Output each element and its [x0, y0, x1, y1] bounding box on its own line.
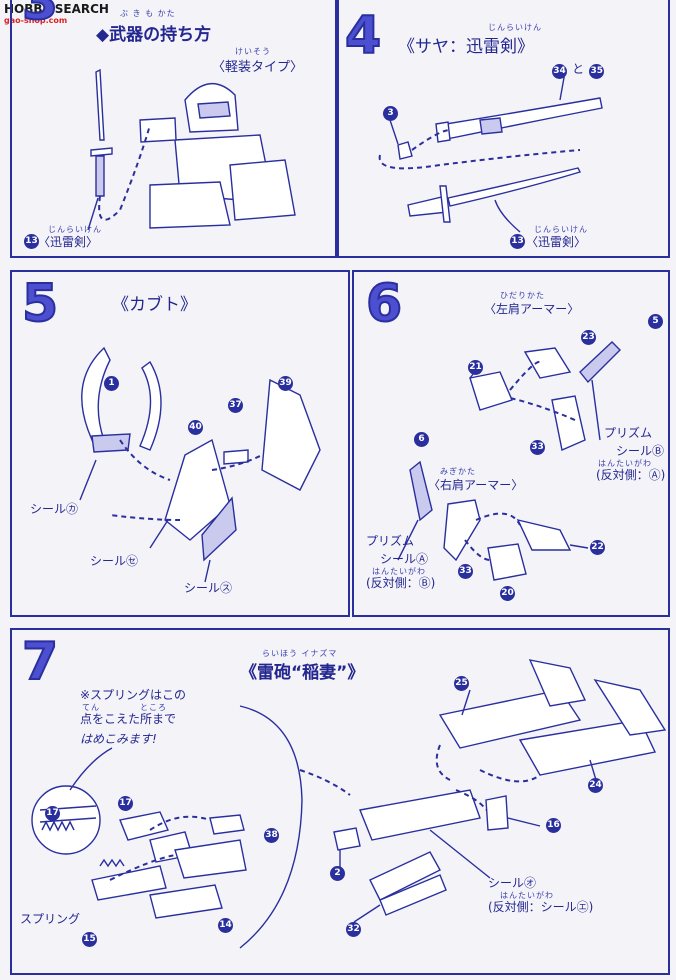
step3-number: 3: [21, 0, 59, 32]
panel-step6: [352, 270, 670, 617]
step5-part-1: 1: [104, 376, 119, 391]
step5-part-37: 37: [228, 398, 243, 413]
step7-note-line3: はめこみます!: [80, 732, 157, 746]
step5-part-40: 40: [188, 420, 203, 435]
blade-icon: [407, 167, 581, 223]
step7-part-15: 15: [82, 932, 97, 947]
step7-part-14: 14: [218, 918, 233, 933]
step4-part-pair: 34 と 35: [552, 58, 605, 79]
step4-title: 《サヤ：迅雷剣》: [398, 37, 534, 57]
watermark-brand: HOBBY SEARCH: [4, 2, 109, 16]
step3-label-ruby: じんらいけん: [48, 225, 102, 234]
left-shoulder-icon: [469, 341, 621, 451]
step6-left-title: 〈左肩アーマー〉: [484, 302, 580, 316]
clip-icon: [397, 141, 413, 160]
step7-note-line2: 点をこえた所まで: [80, 712, 177, 726]
step3-title: ◆武器の持ち方: [96, 25, 212, 45]
step6-prism-b-ruby: はんたいがわ: [598, 459, 652, 468]
step7-note-ruby-2: ところ: [140, 703, 167, 712]
step7-number: 7: [21, 632, 59, 692]
step5-part-39: 39: [278, 376, 293, 391]
panel-step4: [337, 0, 670, 258]
sd-figure-icon: [139, 82, 296, 229]
step6-part-20: 20: [500, 586, 515, 601]
step6-number: 6: [365, 274, 403, 334]
step6-prism-a-line1: プリズム: [366, 534, 415, 548]
step6-prism-a-line2: シールⒶ: [380, 552, 429, 566]
step7-part-2: 2: [330, 866, 345, 881]
step4-number: 4: [344, 6, 382, 66]
step3-title-ruby: ぶ き も かた: [120, 9, 176, 18]
watermark-url: gao-shop.com: [4, 16, 68, 25]
step7-part-38: 38: [264, 828, 279, 843]
panel-step5: [10, 270, 350, 617]
step4-part-13: 13: [510, 234, 525, 249]
small-gun-icon: [91, 811, 247, 919]
step4-label-sword: 〈迅雷剣〉: [526, 235, 587, 249]
step7-sticker-line1: シール㋔: [488, 876, 537, 890]
step6-prism-b-line2: シールⒷ: [616, 444, 665, 458]
step5-sticker-ka: シール㋕: [30, 502, 79, 516]
step6-part-21: 21: [468, 360, 483, 375]
watermark: HOBBY SEARCH gao-shop.com: [4, 2, 109, 25]
step6-prism-b-line1: プリズム: [604, 426, 653, 440]
step7-title-ruby: らいほう イナズマ: [262, 649, 338, 658]
step6-part-33-left: 33: [530, 440, 545, 455]
step6-prism-b-note: (反対側：Ⓐ): [596, 468, 666, 482]
step6-prism-a-ruby: はんたいがわ: [372, 567, 426, 576]
crest-icon: [81, 346, 162, 453]
step6-part-33-right: 33: [458, 564, 473, 579]
step7-part-16: 16: [546, 818, 561, 833]
step3-part-13: 13: [24, 234, 39, 249]
step7-spring-label: スプリング: [20, 912, 81, 926]
step7-sticker-line2: (反対側：シール㋓): [488, 900, 594, 914]
sword-icon: [90, 68, 113, 197]
step3-sub-ruby: けいそう: [235, 47, 271, 56]
step7-note-ruby-1: てん: [82, 703, 100, 712]
step5-title: 《カブト》: [112, 295, 197, 315]
panel-step3: [10, 0, 337, 258]
step7-sticker-ruby: はんたいがわ: [500, 891, 554, 900]
step4-part-35: 35: [589, 64, 605, 79]
helmet-icon: [164, 438, 237, 562]
scabbard-icon: [435, 97, 603, 143]
step3-label-sword: 〈迅雷剣〉: [38, 235, 99, 249]
step6-part-23: 23: [581, 330, 596, 345]
step6-prism-a-note: (反対側：Ⓑ): [366, 576, 436, 590]
step7-part-17-detail: 17: [45, 806, 60, 821]
panel-step7: [10, 628, 670, 975]
step4-label-ruby: じんらいけん: [534, 225, 588, 234]
helmet-back-icon: [261, 378, 321, 491]
step7-part-24: 24: [588, 778, 603, 793]
step7-part-32: 32: [346, 922, 361, 937]
step5-sticker-su: シール㋜: [184, 581, 233, 595]
step4-part-joiner: と: [572, 62, 585, 76]
step4-part-34: 34: [552, 64, 567, 79]
step7-part-25: 25: [454, 676, 469, 691]
step7-title: 《雷砲“稲妻”》: [240, 663, 365, 683]
step7-part-17: 17: [118, 796, 133, 811]
right-shoulder-icon: [409, 460, 572, 581]
step5-sticker-se: シール㋝: [90, 554, 139, 568]
step5-number: 5: [21, 274, 59, 334]
step6-right-ruby: みぎかた: [440, 467, 476, 476]
step7-note-line1: ※スプリングはこの: [80, 688, 187, 702]
step6-left-ruby: ひだりかた: [500, 291, 545, 300]
large-cannon-icon: [333, 659, 667, 916]
step6-right-title: 〈右肩アーマー〉: [428, 478, 524, 492]
step6-part-6: 6: [414, 432, 429, 447]
step4-part-3: 3: [383, 106, 398, 121]
step6-part-22: 22: [590, 540, 605, 555]
step6-part-5: 5: [648, 314, 663, 329]
step3-sub: 〈軽装タイプ〉: [212, 60, 304, 75]
step4-title-ruby: じんらいけん: [488, 23, 542, 32]
